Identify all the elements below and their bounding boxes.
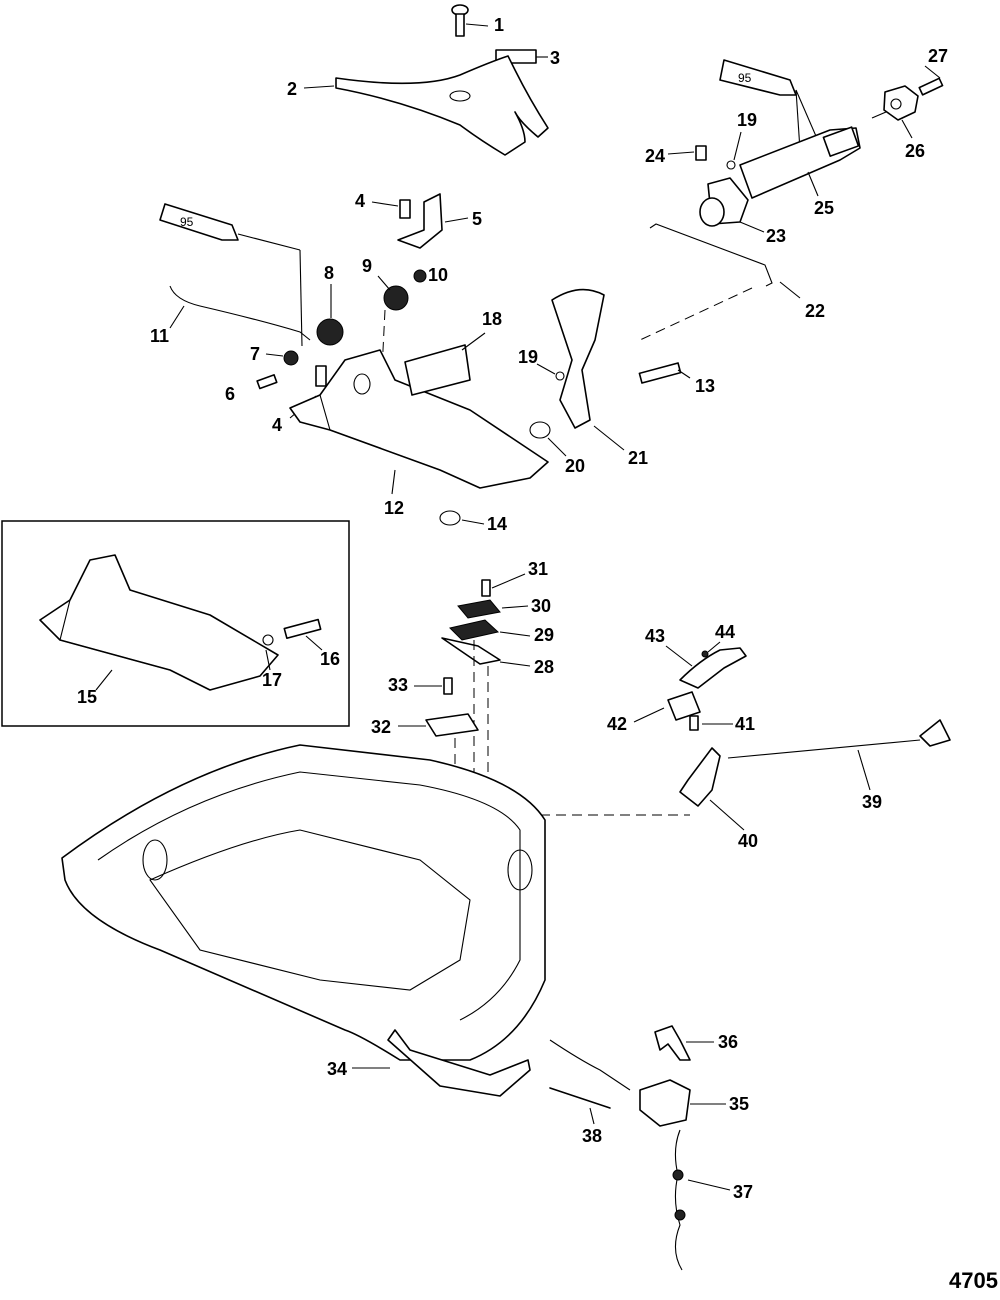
part-19-clip-top: 19 bbox=[726, 110, 757, 170]
part-42-switch-body: 42 bbox=[607, 691, 701, 734]
callout-41: 41 bbox=[735, 714, 755, 734]
callout-19a: 19 bbox=[737, 110, 757, 130]
callout-39: 39 bbox=[862, 792, 882, 812]
callout-9: 9 bbox=[362, 256, 372, 276]
part-13-pin: 13 bbox=[638, 362, 715, 396]
callout-12: 12 bbox=[384, 498, 404, 518]
part-38-rod: 38 bbox=[549, 1087, 611, 1146]
callout-4b: 4 bbox=[272, 415, 282, 435]
callout-4a: 4 bbox=[355, 191, 365, 211]
callout-26: 26 bbox=[905, 141, 925, 161]
callout-42: 42 bbox=[607, 714, 627, 734]
part-11-link: 11 bbox=[150, 285, 311, 346]
part-5-bracket: 5 bbox=[397, 193, 482, 249]
bottom-cowl bbox=[61, 744, 546, 1061]
callout-24: 24 bbox=[645, 146, 665, 166]
callout-19b: 19 bbox=[518, 347, 538, 367]
part-8-gear: 8 bbox=[316, 263, 344, 346]
callout-7: 7 bbox=[250, 344, 260, 364]
tube-label: 95 bbox=[738, 71, 752, 85]
tube-label: 95 bbox=[180, 215, 194, 229]
part-37-lanyard: 37 bbox=[672, 1129, 753, 1271]
callout-28: 28 bbox=[534, 657, 554, 677]
callout-5: 5 bbox=[472, 209, 482, 229]
part-39-cable: 39 bbox=[727, 719, 951, 812]
part-29-plate: 29 bbox=[449, 619, 554, 645]
callout-11: 11 bbox=[150, 326, 169, 346]
callout-25: 25 bbox=[814, 198, 834, 218]
callout-35: 35 bbox=[729, 1094, 749, 1114]
callout-18: 18 bbox=[482, 309, 502, 329]
callout-14: 14 bbox=[487, 514, 507, 534]
part-36-clip: 36 bbox=[654, 1025, 738, 1061]
inset-box: 15 16 17 bbox=[1, 520, 350, 727]
callout-33: 33 bbox=[388, 675, 408, 695]
sealant-tube-95-left: 95 bbox=[159, 203, 303, 347]
part-30-plate: 30 bbox=[457, 596, 551, 619]
callout-22: 22 bbox=[805, 301, 825, 321]
callout-36: 36 bbox=[718, 1032, 738, 1052]
callout-38: 38 bbox=[582, 1126, 602, 1146]
part-19-clip-lower: 19 bbox=[518, 347, 565, 381]
part-14-oring: 14 bbox=[439, 510, 507, 534]
part-31-screw: 31 bbox=[481, 559, 548, 597]
part-26-bracket: 26 bbox=[871, 85, 925, 161]
part-12-housing: 12 bbox=[289, 349, 549, 518]
callout-23: 23 bbox=[766, 226, 786, 246]
callout-29: 29 bbox=[534, 625, 554, 645]
callout-13: 13 bbox=[695, 376, 715, 396]
callout-32: 32 bbox=[371, 717, 391, 737]
wire bbox=[549, 1039, 631, 1091]
part-43-switch: 43 bbox=[645, 626, 747, 689]
part-1-screw: 1 bbox=[451, 4, 504, 37]
callout-2: 2 bbox=[287, 79, 297, 99]
part-4-bolt-top: 4 bbox=[355, 191, 411, 219]
part-23-bushing: 23 bbox=[699, 177, 786, 246]
callout-34: 34 bbox=[327, 1059, 347, 1079]
part-41-screw: 41 bbox=[689, 714, 755, 734]
callout-44: 44 bbox=[715, 622, 735, 642]
callout-20: 20 bbox=[565, 456, 585, 476]
callout-21: 21 bbox=[628, 448, 648, 468]
part-22-rod: 22 bbox=[639, 223, 825, 341]
part-34-bracket: 34 bbox=[327, 1029, 531, 1097]
part-44-screw: 44 bbox=[701, 622, 735, 658]
callout-3: 3 bbox=[550, 48, 560, 68]
callout-17: 17 bbox=[262, 670, 282, 690]
part-18-pad: 18 bbox=[404, 309, 502, 396]
callout-15: 15 bbox=[77, 687, 97, 707]
part-20-washer: 20 bbox=[529, 421, 585, 476]
part-24-screw: 24 bbox=[645, 145, 707, 166]
part-35-switch: 35 bbox=[639, 1079, 749, 1127]
part-21-lever: 21 bbox=[551, 288, 648, 468]
callout-43: 43 bbox=[645, 626, 665, 646]
figure-number: 4705 bbox=[949, 1268, 998, 1293]
callout-16: 16 bbox=[320, 649, 340, 669]
callout-6: 6 bbox=[225, 384, 235, 404]
callout-31: 31 bbox=[528, 559, 548, 579]
callout-37: 37 bbox=[733, 1182, 753, 1202]
part-25-shaft: 25 bbox=[739, 126, 861, 218]
part-2-cover: 2 bbox=[287, 55, 549, 156]
callout-27: 27 bbox=[928, 46, 948, 66]
part-40-bracket: 40 bbox=[679, 747, 758, 851]
callout-30: 30 bbox=[531, 596, 551, 616]
callout-10: 10 bbox=[428, 265, 448, 285]
part-33-screw: 33 bbox=[388, 675, 453, 695]
part-6-bolt: 6 bbox=[225, 374, 278, 404]
sealant-tube-95-right: 95 bbox=[719, 59, 823, 151]
callout-1: 1 bbox=[494, 15, 504, 35]
part-27-screw: 27 bbox=[918, 46, 948, 96]
callout-8: 8 bbox=[324, 263, 334, 283]
callout-40: 40 bbox=[738, 831, 758, 851]
part-7-washer: 7 bbox=[250, 344, 299, 366]
part-10-nut: 10 bbox=[413, 265, 448, 285]
